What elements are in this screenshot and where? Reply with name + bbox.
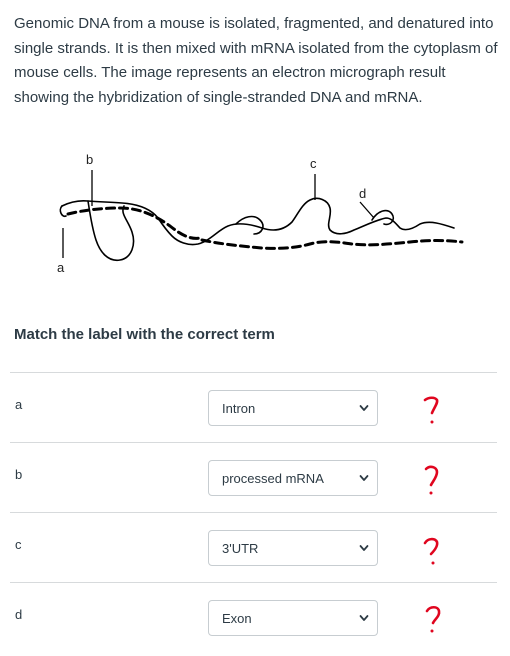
instructions-heading: Match the label with the correct term xyxy=(14,326,275,343)
pointer-d xyxy=(359,201,375,219)
term-select-b[interactable]: processed mRNA xyxy=(208,460,378,496)
match-label: b xyxy=(15,467,23,482)
loop-d-strand xyxy=(371,209,395,226)
match-row-a: a Intron xyxy=(10,372,497,442)
question-mark-icon xyxy=(423,537,439,565)
chevron-down-icon xyxy=(359,615,369,621)
term-select-a[interactable]: Intron xyxy=(208,390,378,426)
match-row-d: d Exon xyxy=(10,582,497,652)
match-label: c xyxy=(15,537,22,552)
selected-term: processed mRNA xyxy=(222,471,324,486)
chevron-down-icon xyxy=(359,475,369,481)
hybridization-micrograph-figure: b c d a xyxy=(40,148,490,310)
mrna-strand xyxy=(66,206,464,250)
match-label: d xyxy=(15,607,23,622)
term-select-d[interactable]: Exon xyxy=(208,600,378,636)
selected-term: Intron xyxy=(222,401,256,416)
left-hook xyxy=(59,205,67,218)
figure-label-a: a xyxy=(57,260,65,275)
figure-label-b: b xyxy=(86,152,93,167)
match-row-c: c 3'UTR xyxy=(10,512,497,582)
selected-term: 3'UTR xyxy=(222,541,259,556)
chevron-down-icon xyxy=(359,405,369,411)
term-select-c[interactable]: 3'UTR xyxy=(208,530,378,566)
dna-strand xyxy=(61,197,455,246)
chevron-down-icon xyxy=(359,545,369,551)
matching-list: a Intron b processed mRNA c 3'UTR xyxy=(10,372,497,652)
figure-label-c: c xyxy=(310,156,317,171)
match-label: a xyxy=(15,397,23,412)
loop-a-strand xyxy=(87,200,135,262)
loop-c-strand xyxy=(235,215,264,235)
micrograph-drawing: b c d a xyxy=(57,152,464,275)
question-mark-icon xyxy=(424,465,439,495)
question-text: Genomic DNA from a mouse is isolated, fr… xyxy=(14,15,498,106)
question-mark-icon xyxy=(423,396,439,424)
question-mark-icon xyxy=(425,605,441,633)
match-row-b: b processed mRNA xyxy=(10,442,497,512)
selected-term: Exon xyxy=(222,611,252,626)
figure-label-d: d xyxy=(359,186,366,201)
